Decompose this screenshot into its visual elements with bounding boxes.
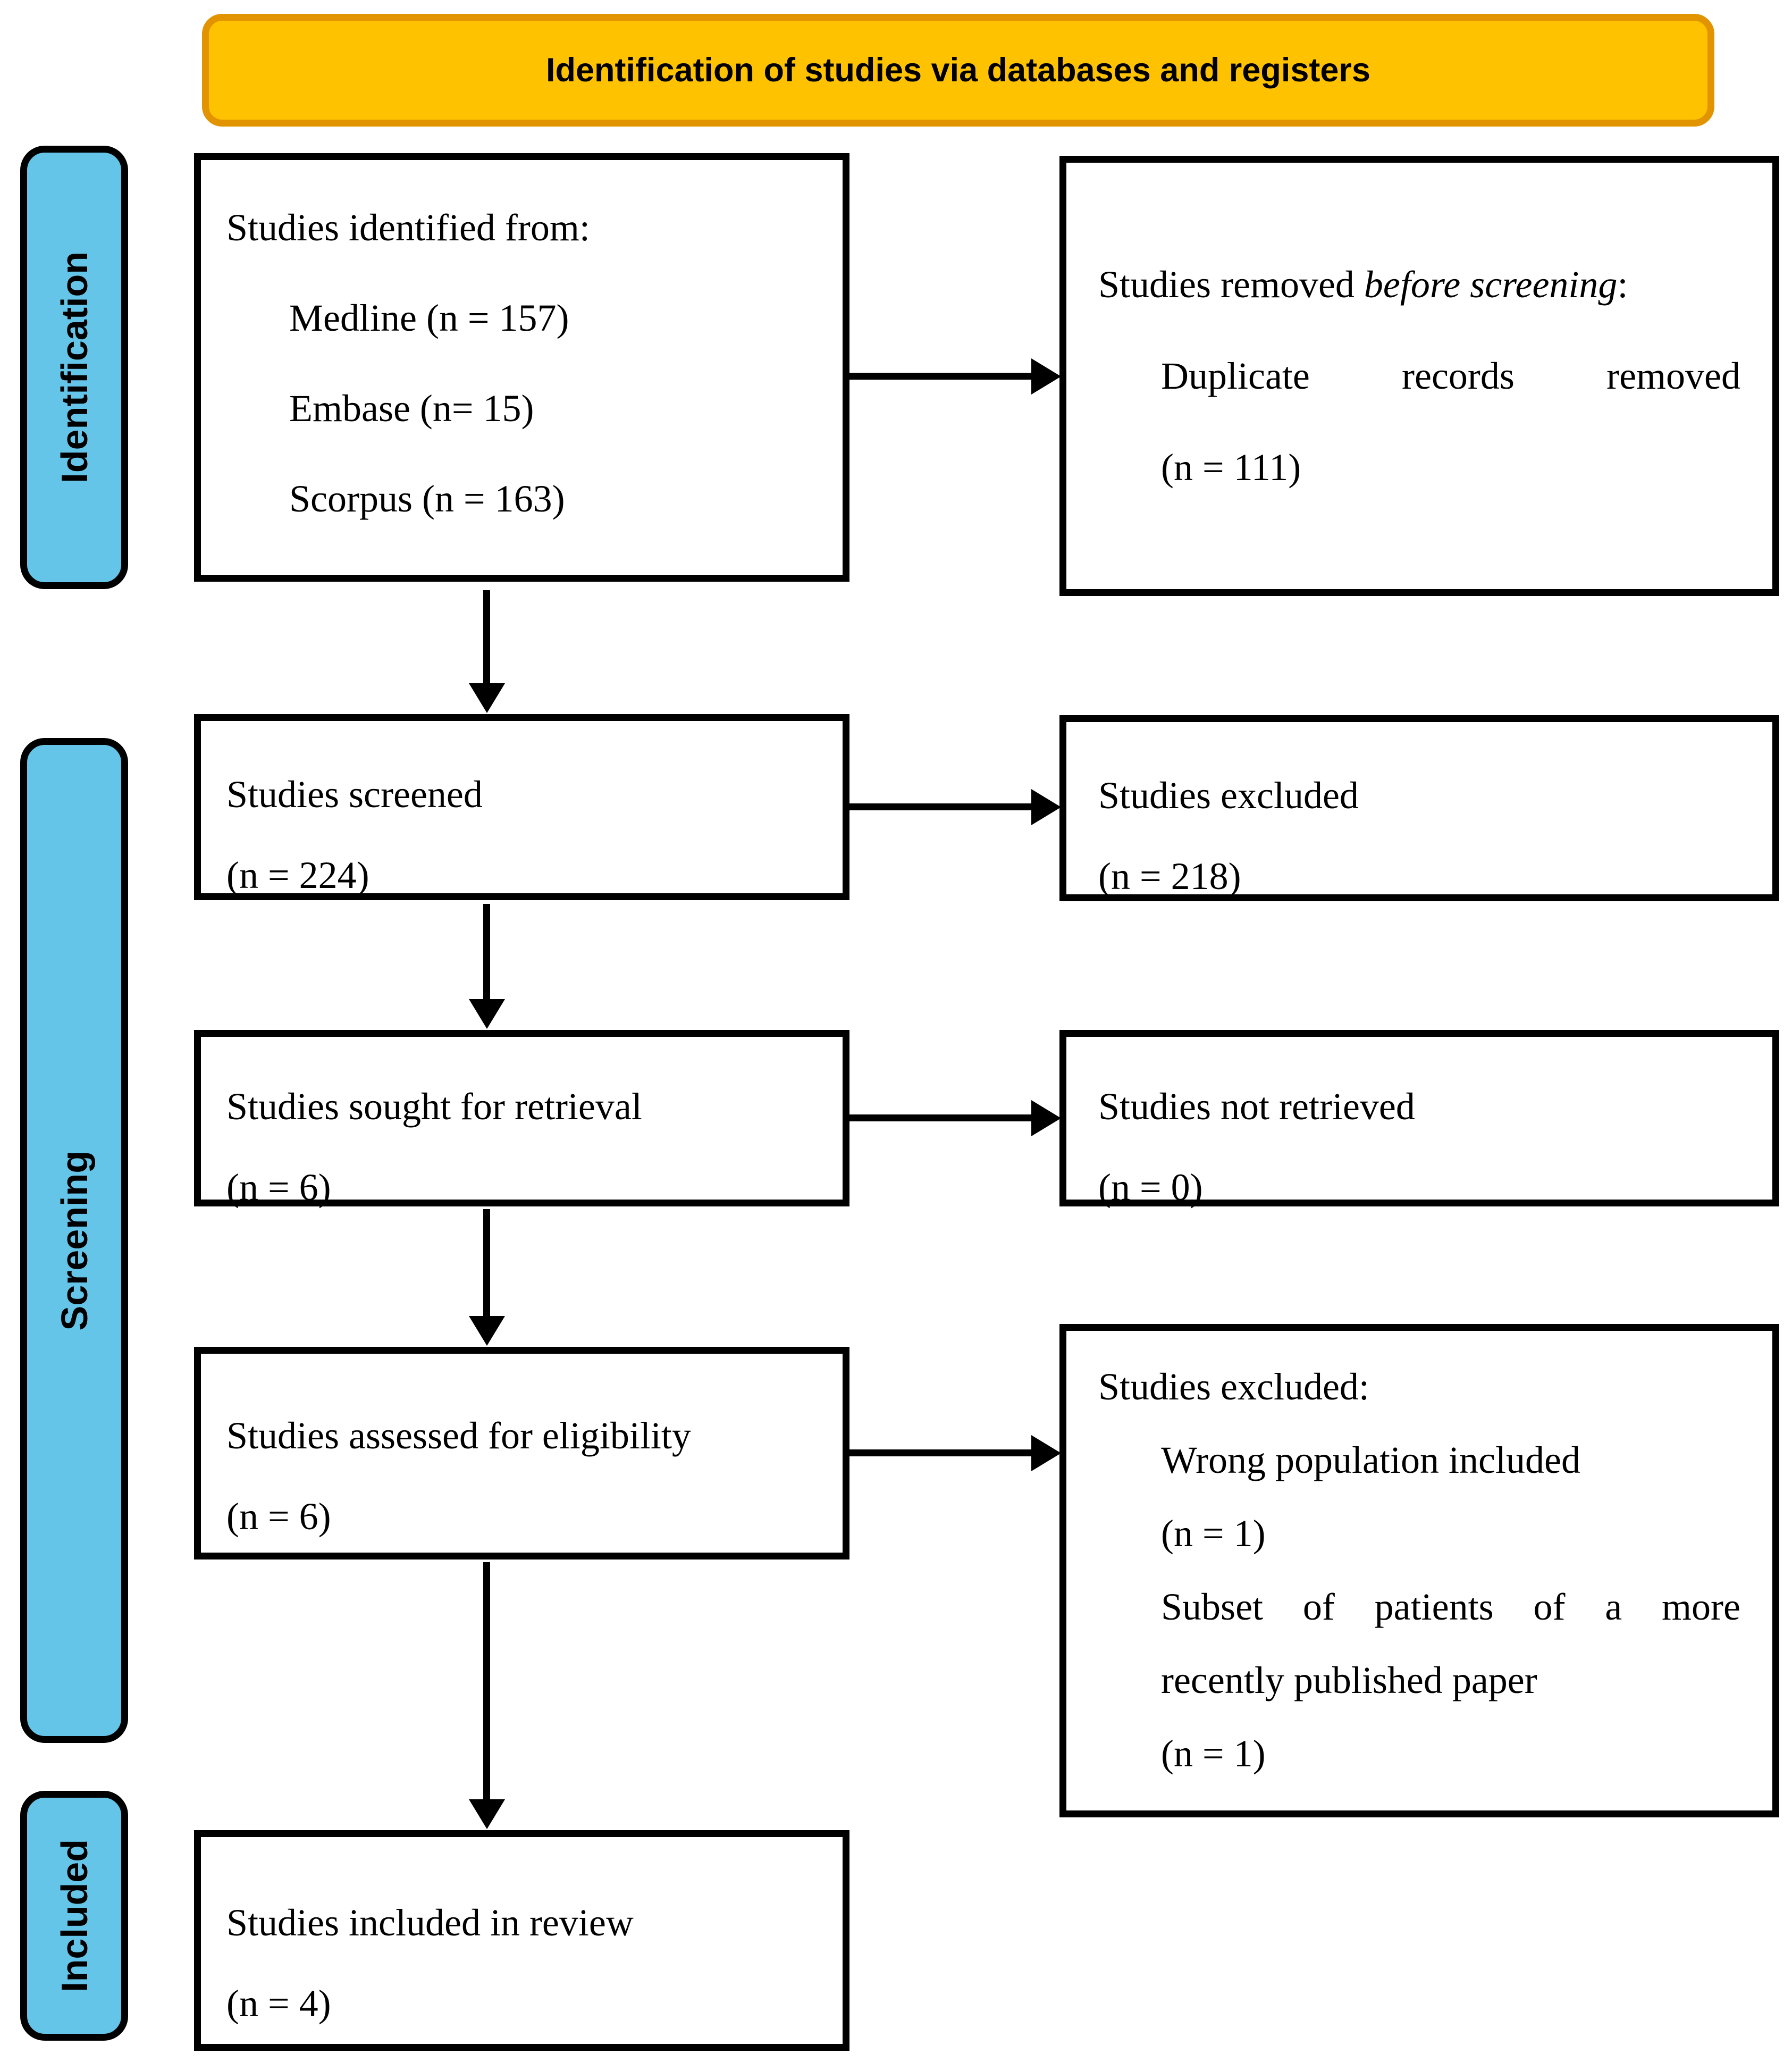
studies-sought-count: (n = 6): [226, 1166, 331, 1209]
arrow-assessed-to-included-line: [483, 1562, 490, 1802]
banner: Identification of studies via databases …: [202, 14, 1714, 127]
excluded-reason-2-line1: Subset of patients of a more: [1161, 1586, 1740, 1628]
arrow-assessed-to-included-head: [469, 1799, 505, 1829]
box-studies-sought-for-retrieval: Studies sought for retrieval (n = 6): [194, 1030, 849, 1209]
identified-source-medline: Medline (n = 157): [289, 297, 569, 339]
arrow-identified-to-removed-head: [1031, 358, 1061, 395]
arrow-screened-to-sought-line: [483, 904, 490, 1002]
studies-removed-title: Studies removed before screening:: [1098, 239, 1740, 330]
arrow-identified-to-removed-line: [849, 373, 1032, 380]
studies-excluded-label: Studies excluded: [1098, 774, 1359, 817]
banner-title: Identification of studies via databases …: [546, 52, 1370, 89]
arrow-screened-to-excluded-head: [1031, 789, 1061, 825]
box-studies-excluded: Studies excluded (n = 218): [1059, 715, 1779, 901]
box-studies-included-in-review: Studies included in review (n = 4): [194, 1830, 849, 2051]
arrow-sought-to-assessed-line: [483, 1209, 490, 1319]
studies-removed-title-italic: before screening: [1364, 263, 1618, 306]
box-studies-not-retrieved: Studies not retrieved (n = 0): [1059, 1030, 1779, 1209]
duplicate-records-removed-label: Duplicate records removed: [1161, 355, 1740, 397]
studies-assessed-count: (n = 6): [226, 1495, 331, 1538]
excluded-reason-1: Wrong population included: [1161, 1439, 1580, 1481]
studies-screened-count: (n = 224): [226, 854, 369, 896]
studies-not-retrieved-label: Studies not retrieved: [1098, 1085, 1415, 1128]
arrow-screened-to-sought-head: [469, 999, 505, 1029]
studies-removed-title-prefix: Studies removed: [1098, 263, 1364, 306]
studies-assessed-label: Studies assessed for eligibility: [226, 1414, 691, 1457]
arrow-sought-to-notretrieved-head: [1031, 1100, 1061, 1136]
box-studies-screened: Studies screened (n = 224): [194, 714, 849, 900]
box-studies-assessed-for-eligibility: Studies assessed for eligibility (n = 6): [194, 1347, 849, 1559]
studies-not-retrieved-count: (n = 0): [1098, 1166, 1203, 1209]
box-studies-excluded-reasons: Studies excluded: Wrong population inclu…: [1059, 1324, 1779, 1817]
arrow-assessed-to-reasons-head: [1031, 1435, 1061, 1471]
studies-excluded-count: (n = 218): [1098, 855, 1241, 898]
duplicate-records-removed-count: (n = 111): [1161, 446, 1301, 489]
studies-removed-title-suffix: :: [1617, 263, 1628, 306]
studies-screened-label: Studies screened: [226, 773, 483, 816]
arrow-identified-to-screened-line: [483, 590, 490, 686]
studies-included-count: (n = 4): [226, 1982, 331, 2025]
stage-label-identification: Identification: [20, 146, 128, 589]
arrow-sought-to-notretrieved-line: [849, 1114, 1032, 1121]
stage-label-included: Included: [20, 1791, 128, 2041]
stage-label-screening: Screening: [20, 738, 128, 1743]
identified-source-scorpus: Scorpus (n = 163): [289, 477, 565, 520]
arrow-sought-to-assessed-head: [469, 1316, 505, 1346]
arrow-identified-to-screened-head: [469, 683, 505, 713]
stage-identification-text: Identification: [53, 251, 95, 483]
studies-identified-title: Studies identified from:: [226, 206, 590, 249]
excluded-reason-2-count: (n = 1): [1161, 1732, 1266, 1775]
excluded-reasons-title: Studies excluded:: [1098, 1365, 1369, 1408]
identified-source-embase: Embase (n= 15): [289, 387, 534, 430]
arrow-assessed-to-reasons-line: [849, 1449, 1032, 1456]
studies-sought-label: Studies sought for retrieval: [226, 1085, 642, 1128]
stage-screening-text: Screening: [53, 1150, 95, 1331]
studies-included-label: Studies included in review: [226, 1901, 634, 1944]
arrow-screened-to-excluded-line: [849, 803, 1032, 810]
stage-included-text: Included: [53, 1839, 95, 1992]
box-studies-identified: Studies identified from: Medline (n = 15…: [194, 153, 849, 582]
excluded-reason-1-count: (n = 1): [1161, 1512, 1266, 1555]
excluded-reason-2-line2: recently published paper: [1161, 1659, 1537, 1701]
box-studies-removed-before-screening: Studies removed before screening: Duplic…: [1059, 156, 1779, 596]
